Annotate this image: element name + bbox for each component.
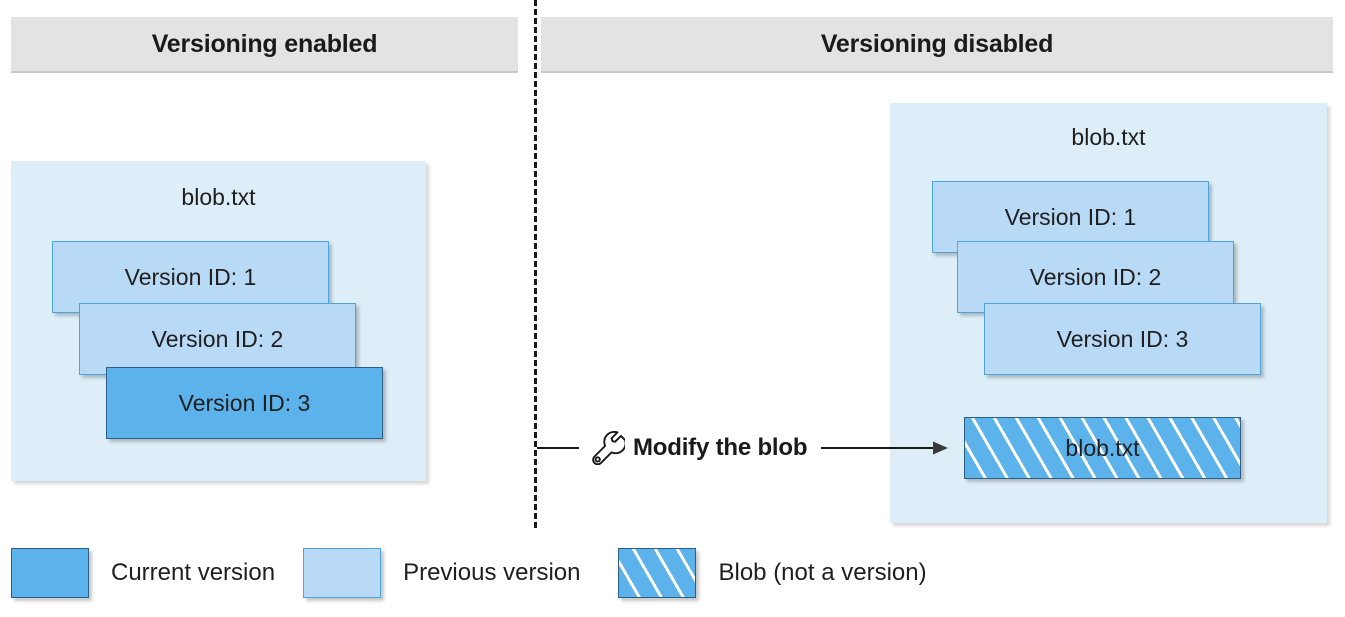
legend-swatch-current-version bbox=[11, 547, 89, 598]
version-box-label: Version ID: 1 bbox=[1004, 203, 1137, 230]
blob-box-label: blob.txt bbox=[1065, 434, 1140, 461]
column-header-versioning-enabled: Versioning enabled bbox=[11, 17, 518, 73]
column-divider bbox=[534, 0, 537, 528]
version-box-label: Version ID: 3 bbox=[1056, 325, 1189, 352]
version-box-label: Version ID: 1 bbox=[124, 263, 257, 290]
legend-swatch-previous-version bbox=[303, 547, 382, 598]
legend-label: Blob (not a version) bbox=[718, 558, 927, 586]
legend-item-blob-not-a-version: Blob (not a version) bbox=[618, 547, 927, 598]
connector-line-left bbox=[537, 447, 579, 449]
blob-container-title: blob.txt bbox=[181, 184, 256, 210]
blob-box-not-a-version: blob.txt bbox=[964, 417, 1241, 479]
version-box-label: Version ID: 2 bbox=[1029, 263, 1162, 290]
legend-label: Current version bbox=[111, 558, 276, 586]
version-box-label: Version ID: 2 bbox=[151, 325, 284, 352]
legend-item-current-version: Current version bbox=[11, 547, 276, 598]
legend-swatch-blob bbox=[618, 547, 697, 598]
blob-container-title: blob.txt bbox=[1071, 124, 1146, 150]
legend-label: Previous version bbox=[403, 558, 581, 586]
version-box-disabled-2: Version ID: 2 bbox=[957, 241, 1234, 313]
modify-blob-annotation: Modify the blob bbox=[537, 430, 967, 466]
version-box-disabled-3: Version ID: 3 bbox=[984, 303, 1261, 375]
version-box-label: Version ID: 3 bbox=[178, 389, 311, 416]
modify-blob-label: Modify the blob bbox=[633, 434, 808, 461]
version-box-enabled-3-current: Version ID: 3 bbox=[106, 367, 383, 439]
legend-item-previous-version: Previous version bbox=[303, 547, 581, 598]
column-header-versioning-disabled: Versioning disabled bbox=[541, 17, 1333, 73]
arrow-right-icon bbox=[821, 441, 949, 455]
legend: Current version Previous version Blob (n… bbox=[11, 545, 927, 600]
version-box-enabled-2: Version ID: 2 bbox=[79, 303, 356, 375]
wrench-icon bbox=[592, 431, 625, 465]
